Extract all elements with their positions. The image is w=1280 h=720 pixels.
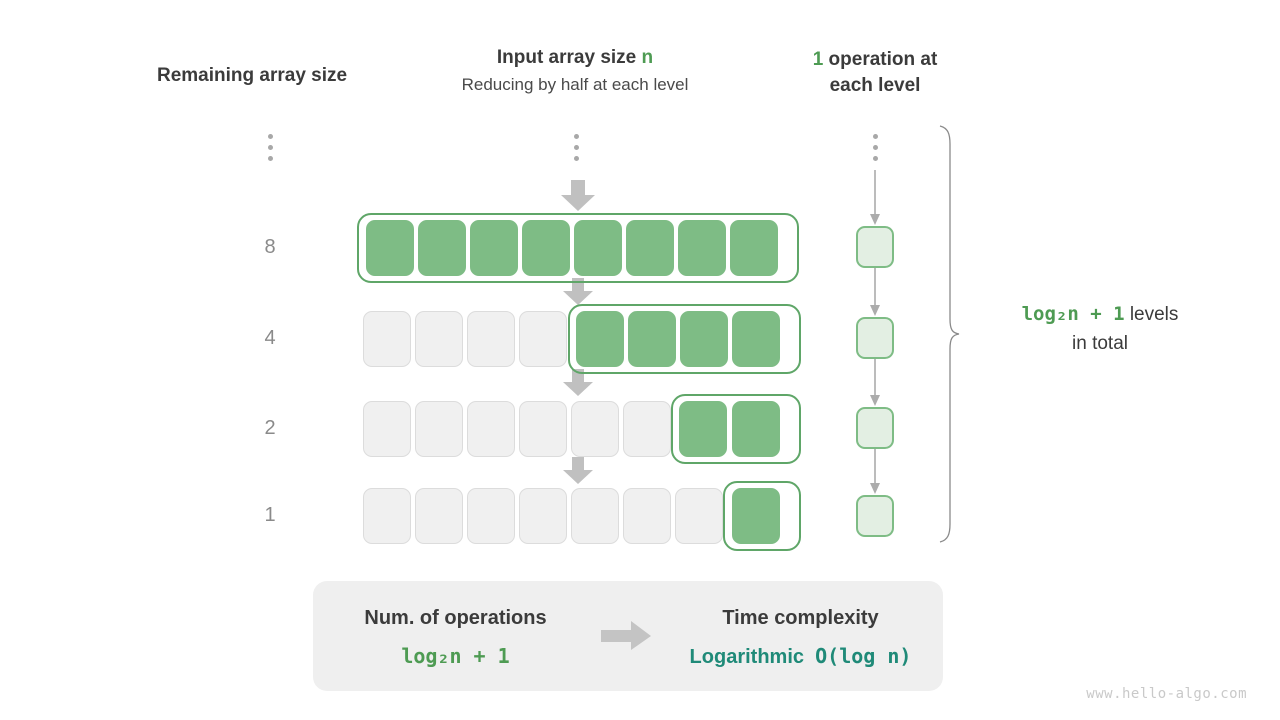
array-cell [576,311,624,367]
array-cell [623,401,671,457]
header-one-operation-each-level: 1 operation at each level [770,47,980,98]
header-input-array-size: Input array size n Reducing by half at e… [420,47,730,95]
summary-operations-title: Num. of operations [364,607,547,629]
operation-cell-level-2 [856,407,894,449]
array-cell [571,401,619,457]
array-cell [415,488,463,544]
group-outline-1 [723,481,801,551]
size-label-row-0: 8 [264,236,276,258]
down-block-arrow-icon-1 [562,278,594,306]
array-cell [363,488,411,544]
array-row-1 [363,481,801,551]
array-cell [470,220,518,276]
summary-operations-column: Num. of operations log₂n + 1 [313,581,598,691]
array-cell [680,311,728,367]
array-cell [522,220,570,276]
header-mid-accent-n: n [641,47,654,68]
vertical-ellipsis-icon-left [263,134,277,167]
array-cell [415,311,463,367]
array-cell [418,220,466,276]
array-row-8 [357,213,799,283]
operation-cell-level-3 [856,495,894,537]
group-outline-2 [671,394,801,464]
header-mid-line1: Input array size n [420,47,730,69]
down-block-arrow-icon-0 [560,180,596,212]
array-cell [415,401,463,457]
header-mid-line2: Reducing by half at each level [461,75,689,94]
array-cell [678,220,726,276]
array-cell [675,488,723,544]
size-label-row-3: 1 [264,504,276,526]
array-row-4 [363,304,801,374]
header-right-accent-one: 1 [812,49,824,70]
size-label-row-1: 4 [264,327,276,349]
array-cell [626,220,674,276]
summary-complexity-word: Logarithmic [689,646,804,668]
array-cell [732,401,780,457]
thin-down-arrow-icon-1 [868,268,882,317]
operation-cell-level-1 [856,317,894,359]
vertical-ellipsis-icon-right [868,134,882,167]
right-curly-brace-icon [938,124,962,549]
array-row-2 [363,394,801,464]
array-cell [679,401,727,457]
thin-down-arrow-icon-3 [868,449,882,495]
array-cell [363,401,411,457]
array-cell [732,488,780,544]
array-cell [623,488,671,544]
levels-total-caption: log₂n + 1 levels in total [975,300,1225,358]
operation-cell-level-0 [856,226,894,268]
group-outline-8 [357,213,799,283]
down-block-arrow-icon-3 [562,457,594,485]
array-cell [730,220,778,276]
down-block-arrow-icon-2 [562,369,594,397]
array-cell [519,311,567,367]
vertical-ellipsis-icon-middle [569,134,583,167]
array-cell [519,401,567,457]
levels-caption-line1: log₂n + 1 levels [975,300,1225,330]
size-label-row-2: 2 [264,417,276,439]
array-cell [732,311,780,367]
header-right-line1: 1 operation at [770,47,980,73]
levels-formula: log₂n + 1 [1021,303,1125,325]
array-cell [363,311,411,367]
thin-down-arrow-icon-0 [868,170,882,226]
header-mid-prefix: Input array size [496,47,642,68]
summary-complexity-notation: O(log n) [815,644,912,668]
array-cell [519,488,567,544]
array-cell [467,488,515,544]
watermark: www.hello-algo.com [1086,686,1247,702]
summary-complexity-value: Logarithmic O(log n) [658,644,943,669]
array-cell [628,311,676,367]
summary-box: Num. of operations log₂n + 1 Time comple… [313,581,943,691]
summary-operations-value: log₂n + 1 [401,644,510,668]
array-cell [467,311,515,367]
summary-complexity-title: Time complexity [722,607,879,629]
header-right-rest: operation at [823,49,938,70]
array-cell [467,401,515,457]
thin-down-arrow-icon-2 [868,359,882,407]
levels-caption-line2: in total [1072,332,1128,354]
array-cell [574,220,622,276]
levels-caption-suffix: levels [1124,304,1179,325]
array-cell [571,488,619,544]
group-outline-4 [568,304,801,374]
header-left-text: Remaining array size [157,65,348,86]
array-cell [366,220,414,276]
right-block-arrow-icon [601,621,655,651]
summary-complexity-column: Time complexity Logarithmic O(log n) [658,581,943,691]
header-right-line2: each level [829,74,921,96]
header-remaining-array-size: Remaining array size [157,65,347,87]
